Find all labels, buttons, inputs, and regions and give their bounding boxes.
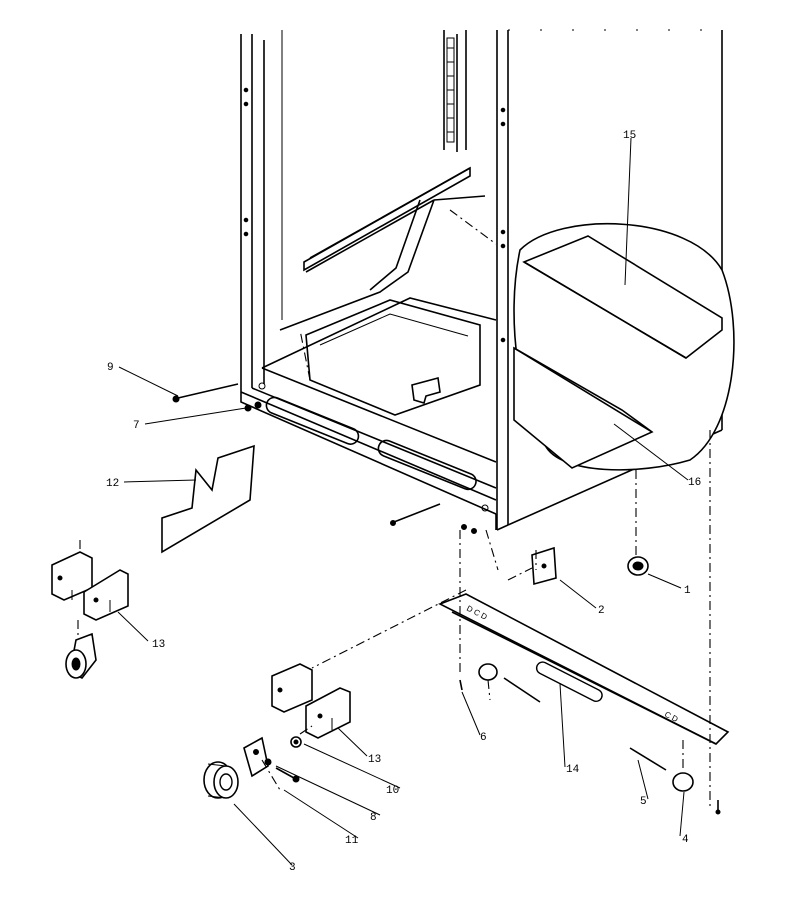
screw-6 (459, 679, 463, 691)
screw-center (390, 503, 477, 534)
leader-lines (117, 137, 689, 866)
callout-15: 15 (623, 130, 636, 142)
roller-4 (629, 747, 694, 792)
caster-3 (203, 736, 269, 799)
callout-8: 8 (370, 812, 377, 824)
base-rail-14: D C D C D (438, 593, 730, 745)
nut-10 (290, 736, 302, 748)
bracket-2 (531, 546, 557, 586)
callout-16: 16 (688, 477, 701, 489)
callout-4: 4 (682, 834, 689, 846)
callout-labels: 1 2 3 4 5 6 7 8 9 10 11 12 13 13 14 15 1… (106, 130, 701, 874)
callout-9: 9 (107, 362, 114, 374)
screw-9 (172, 383, 239, 403)
bracket-13-center (271, 663, 351, 739)
callout-10: 10 (386, 785, 399, 797)
detail-bubble (513, 222, 735, 471)
bracket-13-left (51, 540, 129, 680)
callout-1: 1 (684, 585, 691, 597)
callout-13-left: 13 (152, 639, 165, 651)
callout-3: 3 (289, 862, 296, 874)
screw-bottom-right (715, 800, 721, 815)
callout-7: 7 (133, 420, 140, 432)
washer-8 (264, 758, 272, 766)
callout-11: 11 (345, 835, 359, 847)
callout-13-center: 13 (368, 754, 381, 766)
rear-rail-holes (446, 37, 455, 143)
bolt-11 (275, 767, 300, 783)
callout-14: 14 (566, 764, 580, 776)
leveling-leg-1 (627, 556, 649, 576)
callout-2: 2 (598, 605, 605, 617)
kickplate-12 (161, 444, 255, 554)
assembly-lines (261, 430, 711, 806)
callout-5: 5 (640, 796, 647, 808)
callout-12: 12 (106, 478, 119, 490)
callout-6: 6 (480, 732, 487, 744)
